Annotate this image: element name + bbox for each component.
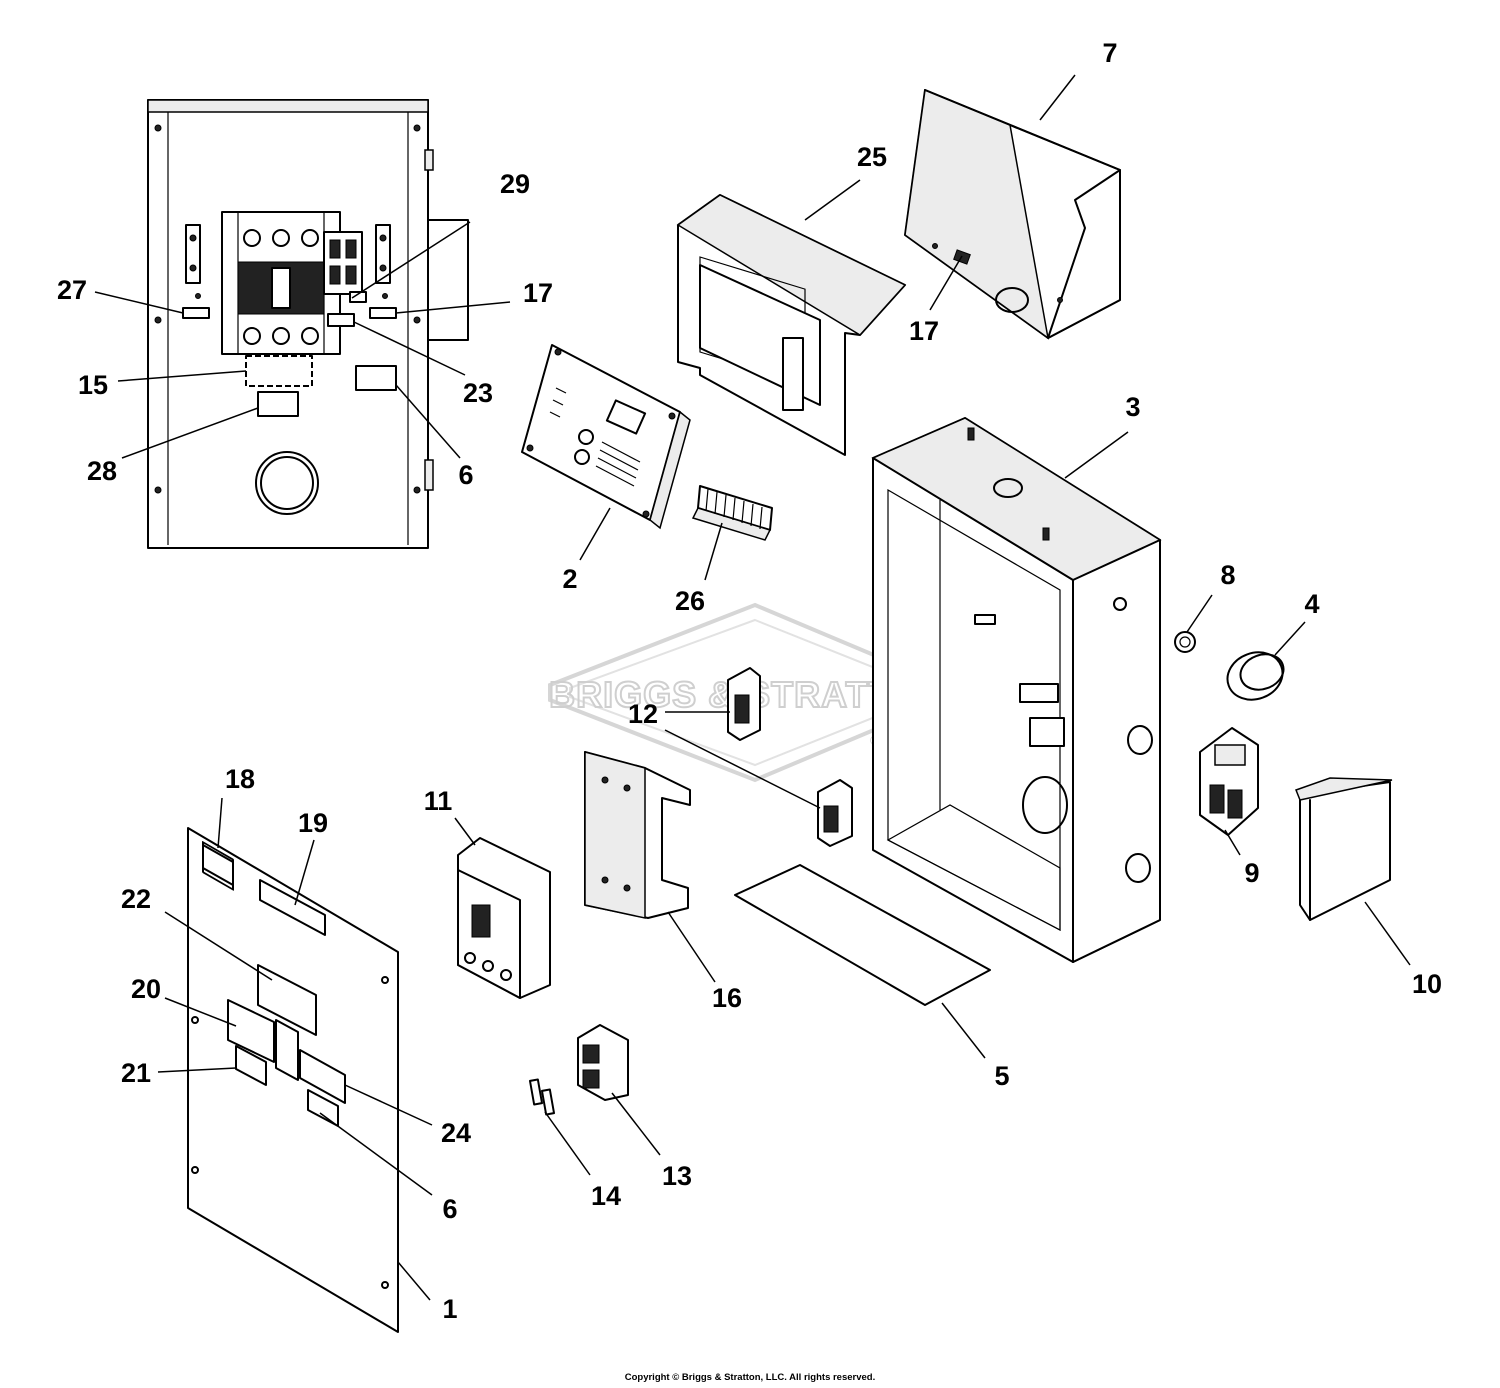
callout-10: 10 xyxy=(1412,969,1442,999)
decal-24 xyxy=(299,1049,346,1104)
callout-11: 11 xyxy=(424,786,453,816)
decal-22 xyxy=(257,964,317,1036)
part-9-relay xyxy=(1199,727,1259,836)
callout-14: 14 xyxy=(591,1181,621,1211)
callout-8: 8 xyxy=(1220,560,1235,590)
part-16-bracket xyxy=(584,751,691,919)
decal-23 xyxy=(327,313,355,327)
callout-15: 15 xyxy=(78,370,108,400)
part-3-enclosure xyxy=(871,417,1162,963)
callout-17-enclosure: 17 xyxy=(523,278,553,308)
callout-13: 13 xyxy=(662,1161,692,1191)
callout-7: 7 xyxy=(1102,38,1117,68)
part-2-controller xyxy=(521,344,691,530)
leader-lines xyxy=(94,74,1411,1301)
decal-20 xyxy=(227,999,275,1063)
part-11-breaker xyxy=(457,837,551,999)
callout-20: 20 xyxy=(131,974,161,1004)
decal-19 xyxy=(259,879,326,936)
callout-9: 9 xyxy=(1244,858,1259,888)
callout-1: 1 xyxy=(442,1294,457,1324)
callout-23: 23 xyxy=(463,378,493,408)
part-10-cover xyxy=(1295,777,1393,921)
callout-4: 4 xyxy=(1304,589,1319,619)
part-26-connector xyxy=(691,485,773,541)
decal-27 xyxy=(182,307,210,319)
callout-16: 16 xyxy=(712,983,742,1013)
decal-6-enclosure xyxy=(355,365,397,391)
decal-29 xyxy=(349,291,367,303)
part-1-door-panel xyxy=(187,827,399,1333)
part-4-ring xyxy=(1226,651,1285,701)
part-13-fuse-holder xyxy=(577,1024,629,1101)
decal-17-enclosure xyxy=(369,307,397,319)
main-enclosure-assembly xyxy=(147,99,469,549)
callout-28: 28 xyxy=(87,456,117,486)
callout-12: 12 xyxy=(628,699,658,729)
callout-6-door: 6 xyxy=(442,1194,457,1224)
callout-18: 18 xyxy=(225,764,255,794)
callout-22: 22 xyxy=(121,884,151,914)
callout-labels: 1 2 3 4 5 6 6 7 8 9 10 11 12 13 14 15 16… xyxy=(57,38,1442,1324)
part-14-fuses xyxy=(528,1078,556,1116)
decal-18 xyxy=(202,844,234,886)
copyright-notice: Copyright © Briggs & Stratton, LLC. All … xyxy=(624,1372,876,1383)
decal-21 xyxy=(235,1045,267,1086)
callout-25: 25 xyxy=(857,142,887,172)
part-7-housing xyxy=(904,88,1121,340)
callout-5: 5 xyxy=(994,1061,1009,1091)
part-25-bezel xyxy=(676,194,907,456)
part-8-washer xyxy=(1174,631,1196,653)
callout-6-enclosure: 6 xyxy=(458,460,473,490)
decal-28 xyxy=(257,391,299,417)
callout-17-housing: 17 xyxy=(909,316,939,346)
part-5-plate xyxy=(734,864,991,1006)
callout-27: 27 xyxy=(57,275,87,305)
callout-2: 2 xyxy=(562,564,577,594)
callout-21: 21 xyxy=(121,1058,151,1088)
callout-19: 19 xyxy=(298,808,328,838)
callout-26: 26 xyxy=(675,586,705,616)
decal-15 xyxy=(245,355,313,387)
callout-24: 24 xyxy=(441,1118,471,1148)
callout-3: 3 xyxy=(1125,392,1140,422)
callout-29: 29 xyxy=(500,169,530,199)
part-12-clips xyxy=(727,667,853,847)
